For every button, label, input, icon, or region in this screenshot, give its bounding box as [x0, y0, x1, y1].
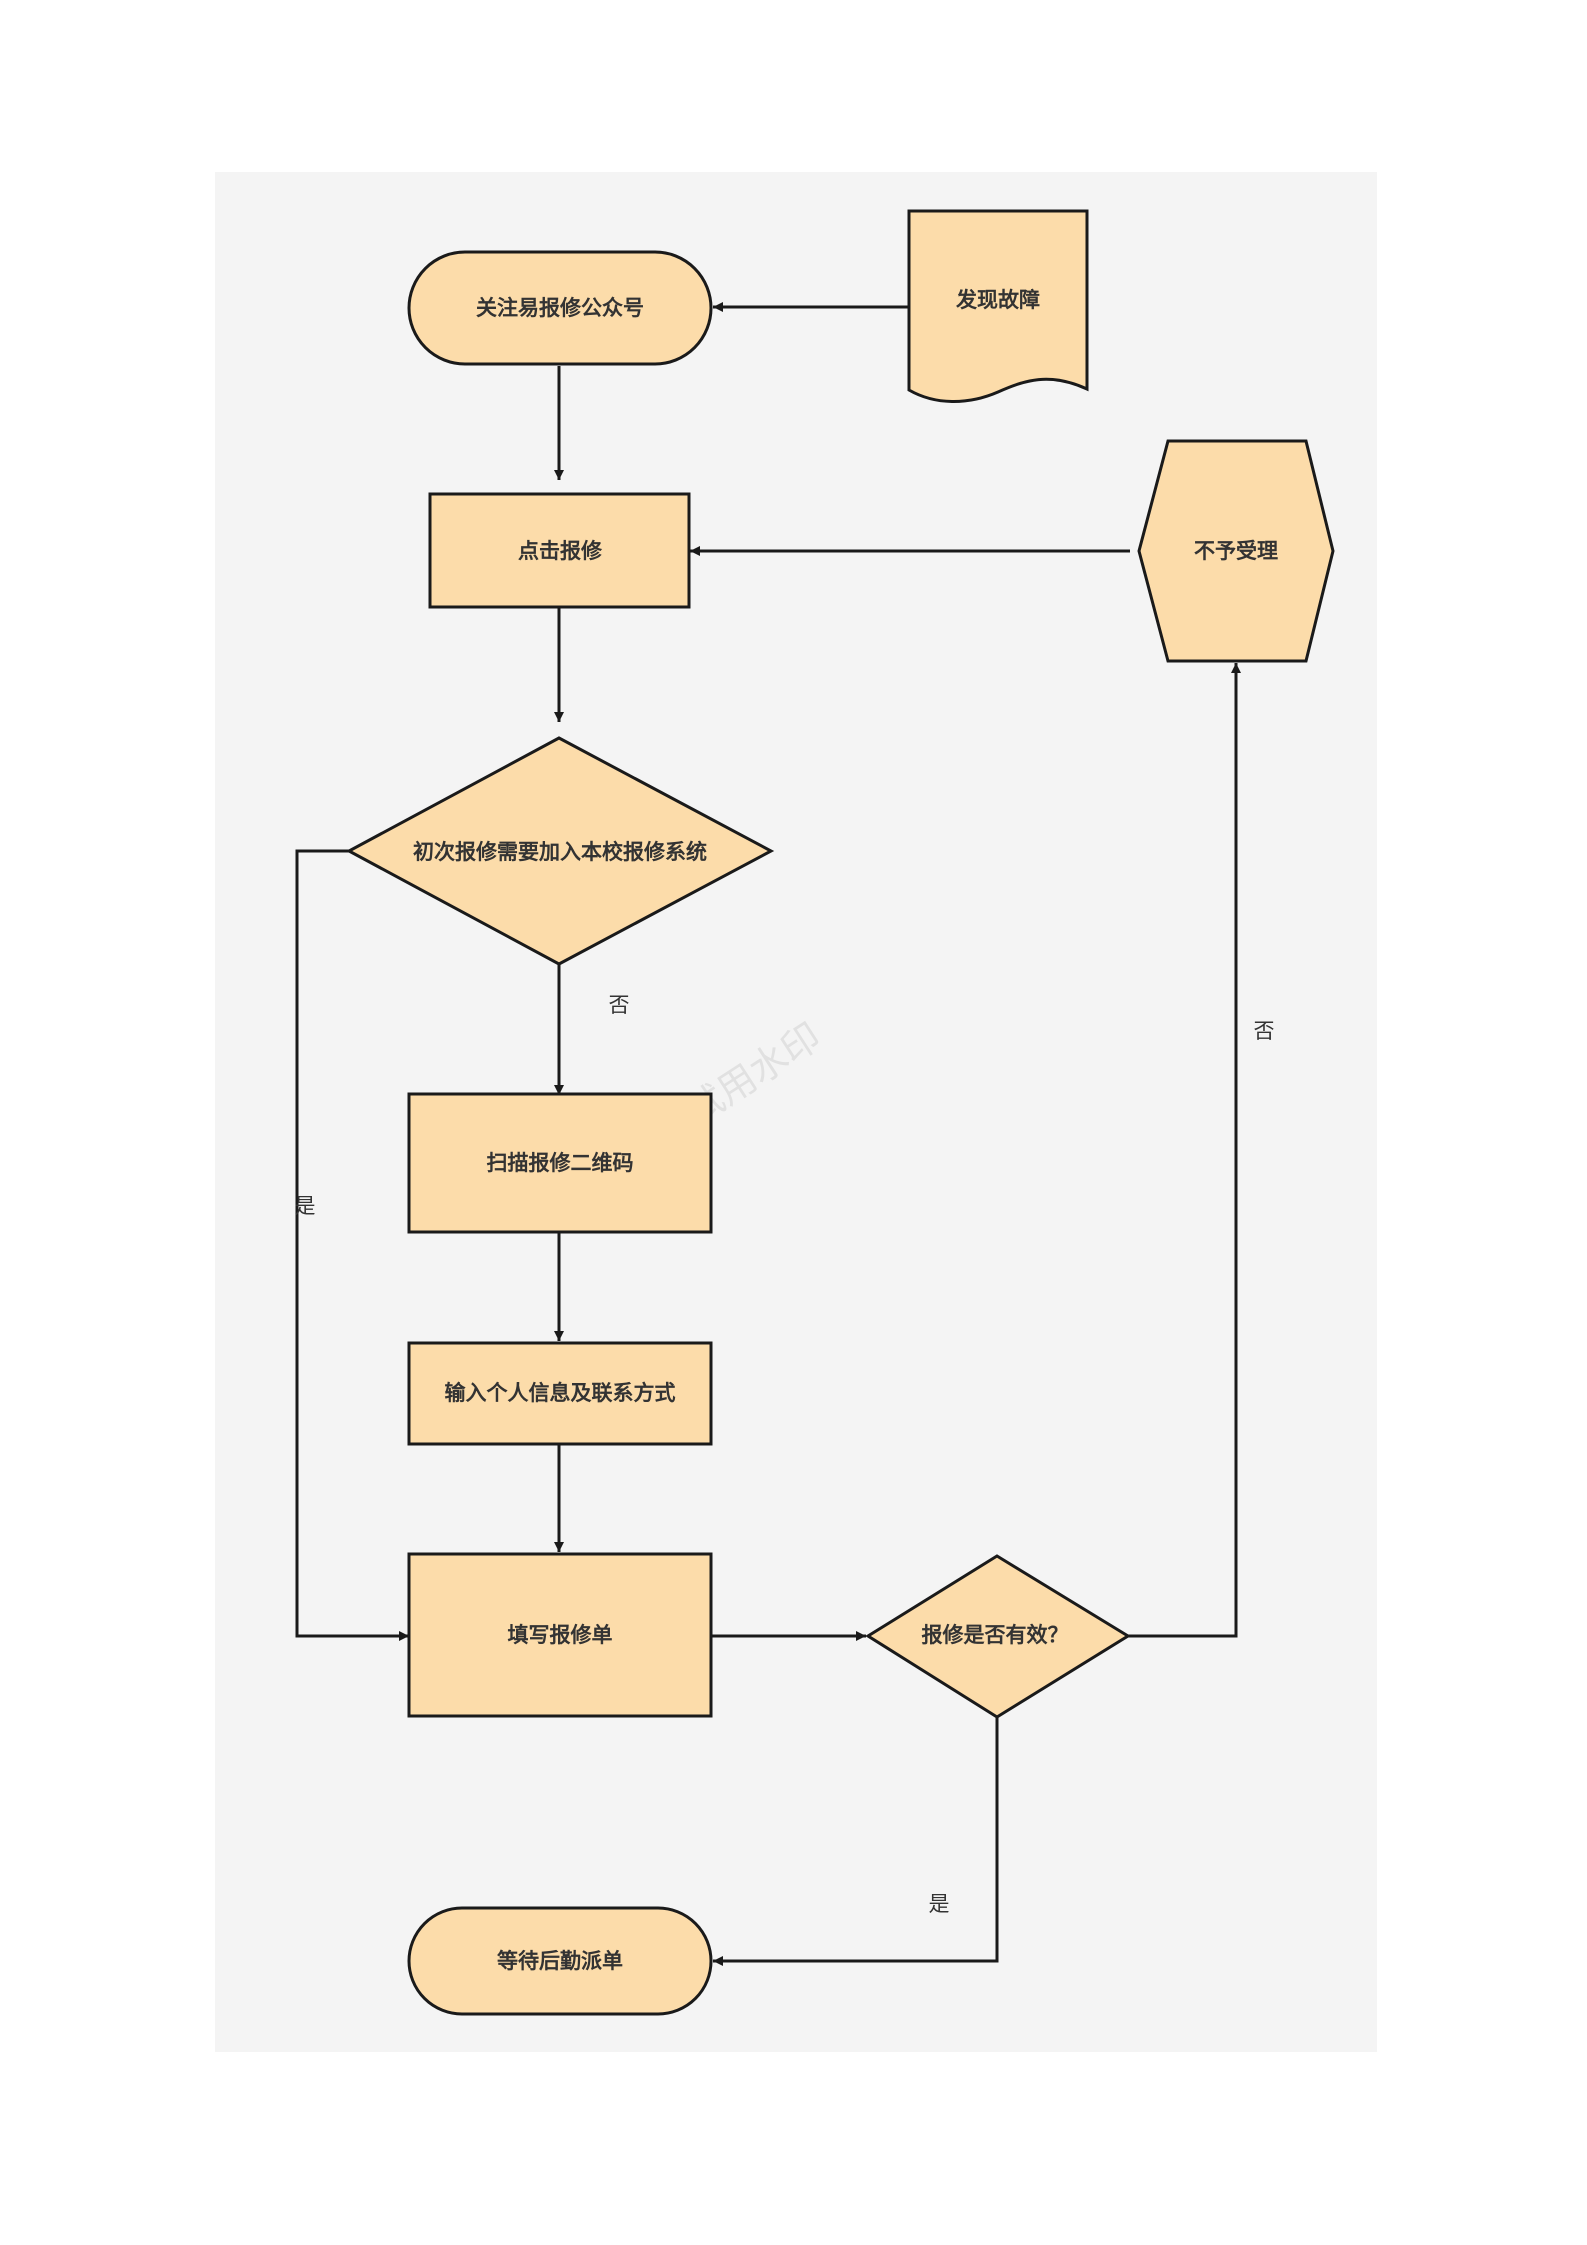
node-discover-fault-shape: [907, 209, 1089, 403]
node-enter-info-label: 输入个人信息及联系方式: [445, 1381, 676, 1405]
edge-label-first-no: 否: [609, 993, 630, 1017]
node-not-accepted-label: 不予受理: [1194, 539, 1278, 563]
edge-label-valid-no: 否: [1254, 1019, 1275, 1043]
edge-valid-no-to-reject: [1128, 663, 1241, 1638]
node-fill-form-shape: [407, 1552, 713, 1718]
node-discover-fault-label: 发现故障: [955, 288, 1040, 312]
node-not-accepted-shape: [1137, 439, 1335, 663]
nodes: [345, 209, 1335, 2016]
node-scan-qr-label: 扫描报修二维码: [487, 1151, 634, 1175]
node-valid-check-shape: [865, 1554, 1131, 1719]
edge-labels: 否 是 否 是: [295, 993, 1275, 1916]
edge-label-valid-yes: 是: [929, 1892, 950, 1916]
node-valid-check-label: 报修是否有效？: [922, 1623, 1069, 1647]
edge-label-first-yes: 是: [295, 1194, 316, 1218]
node-click-repair-shape: [428, 492, 691, 609]
node-follow-account-label: 关注易报修公众号: [476, 296, 644, 320]
edges: [295, 302, 1241, 1966]
node-first-time-check-label: 初次报修需要加入本校报修系统: [413, 840, 707, 864]
node-fill-form-label: 填写报修单: [508, 1623, 613, 1647]
edge-first-yes-to-fill: [295, 849, 409, 1641]
node-click-repair-label: 点击报修: [518, 539, 603, 563]
node-wait-dispatch-label: 等待后勤派单: [497, 1949, 623, 1973]
node-wait-dispatch-shape: [407, 1906, 713, 2016]
node-labels: 关注易报修公众号 发现故障 点击报修 不予受理 初次报修需要加入本校报修系统 扫…: [413, 288, 1278, 1973]
node-enter-info-shape: [407, 1341, 713, 1446]
edge-valid-yes-to-wait: [713, 1717, 999, 1966]
node-first-time-check-shape: [345, 736, 775, 966]
node-scan-qr-shape: [407, 1092, 713, 1234]
node-follow-account-shape: [407, 250, 713, 366]
